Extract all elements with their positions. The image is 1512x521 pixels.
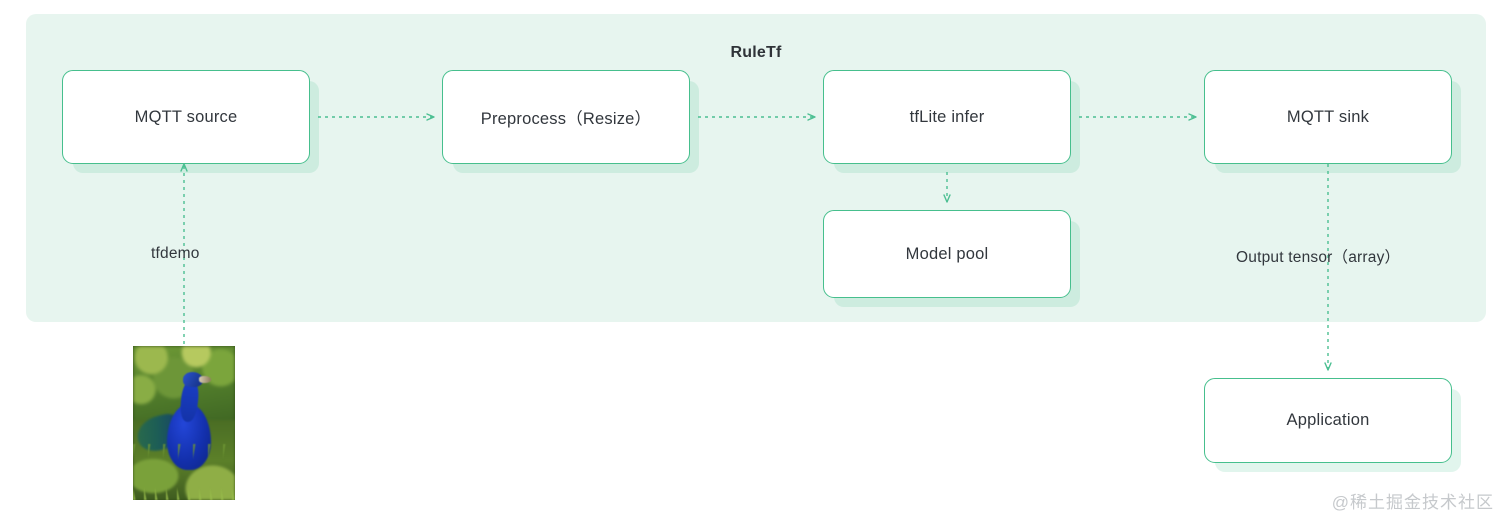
node-label: Model pool — [905, 244, 989, 263]
node-label: MQTT sink — [1286, 107, 1370, 126]
watermark: @稀土掘金技术社区 — [1331, 493, 1494, 512]
node-label: tfLite infer — [909, 107, 985, 126]
node-model-pool[interactable]: Model pool — [823, 210, 1071, 298]
edge-label-output-tensor: Output tensor（array） — [1236, 249, 1401, 266]
peacock-head — [183, 372, 203, 387]
node-mqtt-source[interactable]: MQTT source — [62, 70, 310, 164]
node-tflite-infer[interactable]: tfLite infer — [823, 70, 1071, 164]
node-application[interactable]: Application — [1204, 378, 1452, 463]
image-grass-blades — [133, 444, 235, 500]
node-label: Preprocess（Resize） — [480, 110, 652, 128]
node-mqtt-sink[interactable]: MQTT sink — [1204, 70, 1452, 164]
edge-label-tfdemo: tfdemo — [151, 245, 200, 262]
group-title: RuleTf — [730, 44, 782, 61]
peacock-beak — [199, 376, 211, 383]
node-label: Application — [1286, 411, 1370, 429]
node-label: MQTT source — [134, 107, 238, 126]
peacock-image — [133, 346, 235, 500]
node-preprocess[interactable]: Preprocess（Resize） — [442, 70, 690, 164]
group-panel-ruletf: RuleTf — [26, 14, 1486, 322]
